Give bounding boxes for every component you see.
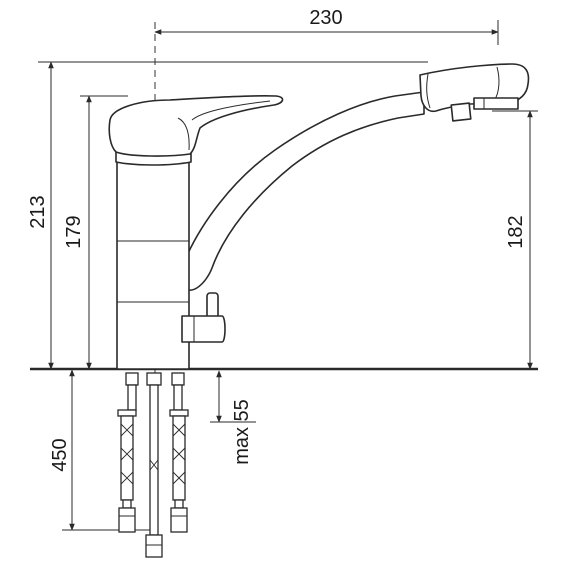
dimension-lever-height: 179 [63, 95, 128, 370]
spout [181, 63, 530, 291]
dimension-spout-height: 182 [492, 110, 538, 370]
hose-center [145, 372, 163, 558]
mixer-lever [108, 95, 284, 157]
max-deck-label: max 55 [231, 399, 253, 465]
dimension-width-top: 230 [154, 7, 499, 45]
outlet-right [473, 97, 519, 110]
spout-height-label: 182 [505, 215, 527, 248]
hose-left [117, 372, 139, 533]
tap-body [115, 145, 192, 370]
outlet-left [450, 102, 472, 122]
hose-right [169, 372, 189, 533]
dimension-max-deck: max 55 [210, 370, 256, 465]
supply-hoses [117, 372, 189, 558]
total-height-label: 213 [27, 195, 49, 228]
hose-length-label: 450 [49, 438, 71, 471]
dimension-total-height: 213 [27, 61, 428, 370]
width-top-label: 230 [309, 7, 342, 29]
filter-water-knob [181, 292, 226, 343]
lever-height-label: 179 [63, 215, 85, 248]
